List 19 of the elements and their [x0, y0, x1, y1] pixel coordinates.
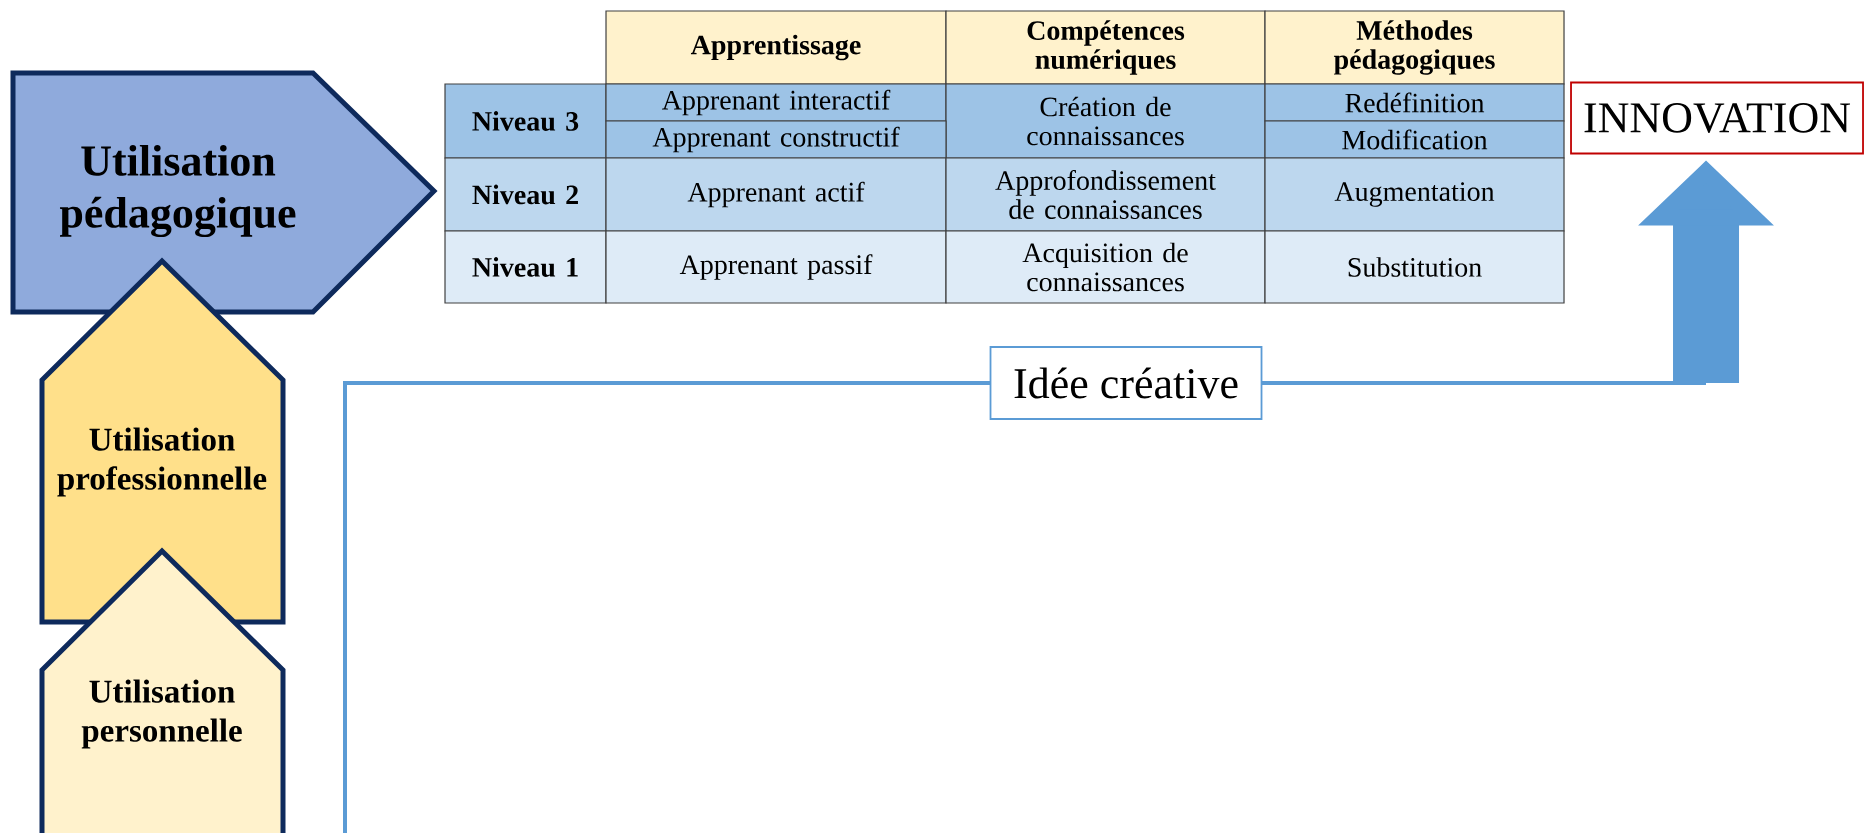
table-cell: Niveau 2 [444, 157, 607, 232]
table-cell: Approfondissement de connaissances [945, 157, 1266, 232]
pentagon-box: Utilisation pédagogique [10, 70, 438, 315]
table-cell: Apprenant constructif [605, 120, 947, 159]
pentagon-box: Utilisation professionnelle [39, 257, 286, 625]
edge-label: Idée créative [989, 346, 1263, 420]
text-box: INNOVATION [1570, 81, 1864, 155]
table-cell: Augmentation [1264, 157, 1565, 232]
table-cell: Redéfinition [1264, 83, 1565, 122]
table-cell: Acquisition de connaissances [945, 230, 1266, 304]
header-cell: Apprentissage [605, 10, 947, 85]
header-cell: Méthodes pédagogiques [1264, 10, 1565, 85]
pentagon-box: Utilisation personnelle [39, 547, 286, 833]
header-cell: Compétences numériques [945, 10, 1266, 85]
table-cell: Substitution [1264, 230, 1565, 304]
table-cell: Modification [1264, 120, 1565, 159]
table-cell: Apprenant interactif [605, 83, 947, 122]
table-cell: Niveau 1 [444, 230, 607, 304]
table-cell: Niveau 3 [444, 83, 607, 159]
